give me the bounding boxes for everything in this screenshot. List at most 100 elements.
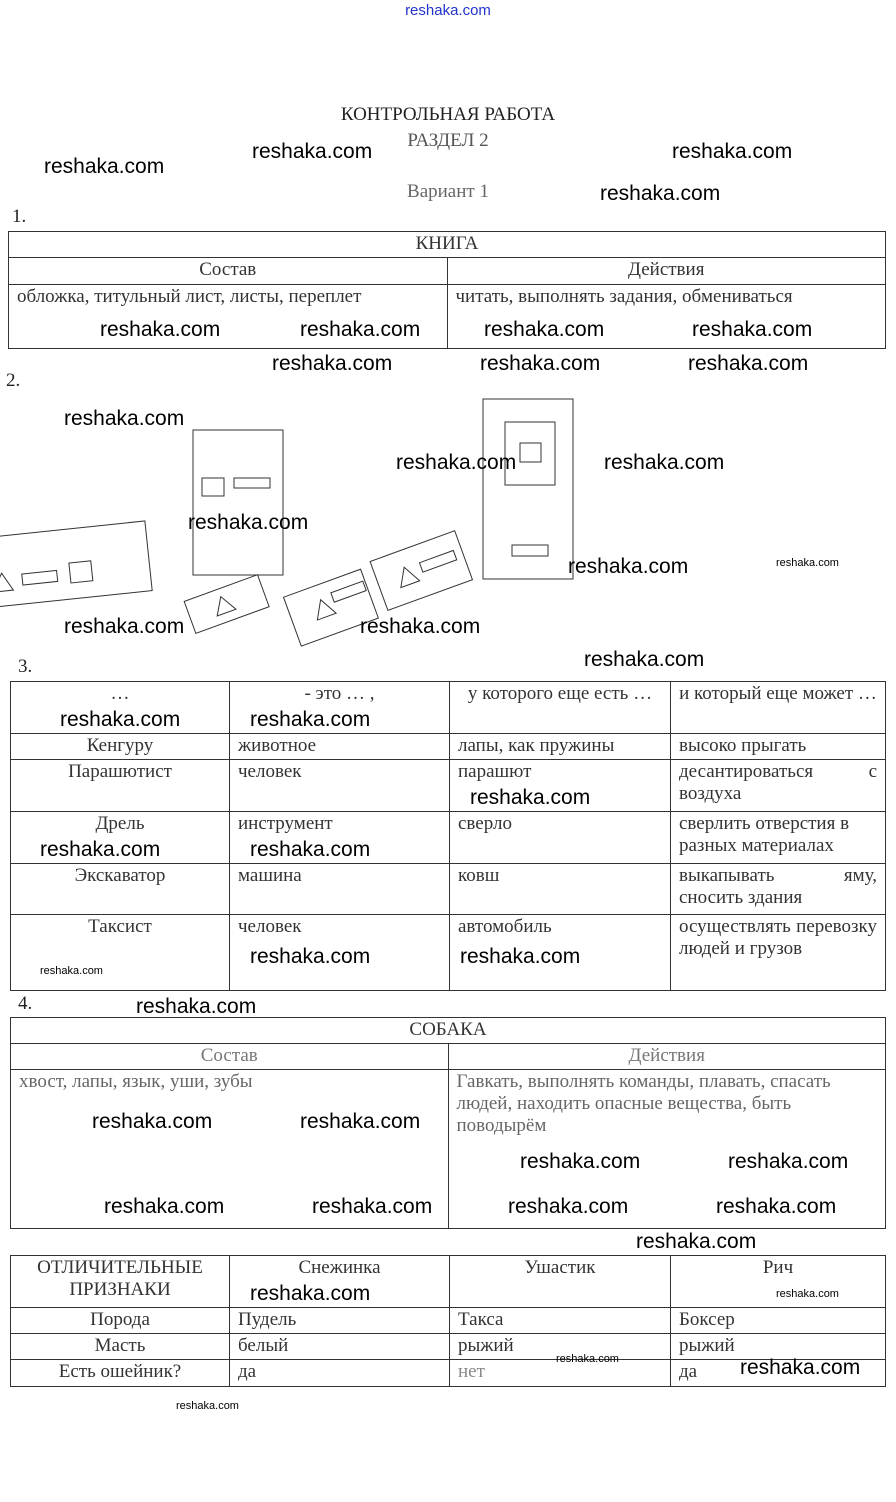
column-header: ОТЛИЧИТЕЛЬНЫЕ ПРИЗНАКИ <box>10 1255 230 1308</box>
watermark-text: reshaka.com <box>584 648 705 671</box>
table-cell: человек <box>229 759 450 812</box>
table-cell: Порода <box>10 1307 230 1334</box>
table-cell: Гавкать, выполнять команды, плавать, спа… <box>447 1069 886 1229</box>
watermark-text: reshaka.com <box>460 945 581 968</box>
section-title: РАЗДЕЛ 2 <box>407 130 489 151</box>
table-cell: белый <box>229 1333 450 1360</box>
watermark-text: reshaka.com <box>484 318 605 341</box>
watermark-text: reshaka.com <box>300 318 421 341</box>
analogy-table: … - это … , у которого еще есть … и кото… <box>10 681 886 991</box>
watermark-text: reshaka.com <box>480 352 601 375</box>
task-number: 1. <box>12 206 27 227</box>
tilted-rectangle-mid <box>282 568 380 647</box>
watermark-text: reshaka.com <box>688 352 809 375</box>
tall-rectangle-right <box>482 398 574 580</box>
watermark-text: reshaka.com <box>136 995 257 1018</box>
watermark-text: reshaka.com <box>60 708 181 731</box>
table-cell: Пудель <box>229 1307 450 1334</box>
dogs-comparison-table: ОТЛИЧИТЕЛЬНЫЕ ПРИЗНАКИ Снежинка Ушастик … <box>10 1255 886 1387</box>
column-header: Снежинка <box>229 1255 450 1308</box>
table-title: КНИГА <box>8 231 886 258</box>
watermark-text: reshaka.com <box>508 1195 629 1218</box>
tilted-rectangle-small <box>183 574 270 635</box>
table-cell: автомобиль <box>449 914 671 991</box>
watermark-text: reshaka.com <box>776 1288 839 1300</box>
watermark-text: reshaka.com <box>568 555 689 578</box>
column-header: и который еще может … <box>670 681 886 734</box>
watermark-text: reshaka.com <box>272 352 393 375</box>
column-header: Состав <box>10 1043 449 1070</box>
table-cell: читать, выполнять задания, обмениваться <box>446 284 886 349</box>
table-cell: Дрель <box>10 811 230 864</box>
watermark-text: reshaka.com <box>692 318 813 341</box>
shapes-diagram <box>0 398 574 647</box>
watermark-text: reshaka.com <box>40 838 161 861</box>
watermark-text: reshaka.com <box>520 1150 641 1173</box>
watermark-text: reshaka.com <box>104 1195 225 1218</box>
watermark-text: reshaka.com <box>728 1150 849 1173</box>
table-cell: машина <box>229 863 450 915</box>
site-link[interactable]: reshaka.com <box>405 2 491 19</box>
column-header: Рич <box>670 1255 886 1308</box>
watermark-text: reshaka.com <box>44 155 165 178</box>
table-cell: да <box>670 1359 886 1387</box>
table-cell: Парашютист <box>10 759 230 812</box>
table-cell: рыжий <box>449 1333 671 1360</box>
page-title: КОНТРОЛЬНАЯ РАБОТА <box>340 104 556 125</box>
watermark-text: reshaka.com <box>40 965 103 977</box>
watermark-text: reshaka.com <box>250 945 371 968</box>
table-cell: Кенгуру <box>10 733 230 760</box>
table-cell: животное <box>229 733 450 760</box>
watermark-text: reshaka.com <box>600 182 721 205</box>
table-cell: высоко прыгать <box>670 733 886 760</box>
column-header: … <box>10 681 230 734</box>
table-cell: выкапывать яму, сносить здания <box>670 863 886 915</box>
tilted-rectangle-right <box>369 530 474 612</box>
column-header: Ушастик <box>449 1255 671 1308</box>
watermark-text: reshaka.com <box>300 1110 421 1133</box>
task-number: 4. <box>18 993 33 1014</box>
table-cell: инструмент <box>229 811 450 864</box>
watermark-text: reshaka.com <box>740 1356 861 1379</box>
task-number: 3. <box>18 656 33 677</box>
watermark-text: reshaka.com <box>672 140 793 163</box>
variant-title: Вариант 1 <box>407 181 489 202</box>
watermark-text: reshaka.com <box>396 451 517 474</box>
watermark-text: reshaka.com <box>636 1230 757 1253</box>
table-cell: человек <box>229 914 450 991</box>
watermark-text: reshaka.com <box>250 838 371 861</box>
watermark-text: reshaka.com <box>100 318 221 341</box>
table-cell: Боксер <box>670 1307 886 1334</box>
watermark-text: reshaka.com <box>312 1195 433 1218</box>
table-cell: Такса <box>449 1307 671 1334</box>
tilted-rectangle-wide <box>0 520 153 610</box>
watermark-text: reshaka.com <box>250 1282 371 1305</box>
table-cell: десантироваться с воздуха <box>670 759 886 812</box>
watermark-text: reshaka.com <box>360 615 481 638</box>
watermark-text: reshaka.com <box>252 140 373 163</box>
watermark-text: reshaka.com <box>604 451 725 474</box>
watermark-text: reshaka.com <box>776 557 839 569</box>
table-cell: Экскаватор <box>10 863 230 915</box>
table-cell: сверлить отверстия в разных материалах <box>670 811 886 864</box>
table-cell: осуществлять перевозку людей и грузов <box>670 914 886 991</box>
watermark-text: reshaka.com <box>556 1353 619 1365</box>
table-cell: сверло <box>449 811 671 864</box>
column-header: - это … , <box>229 681 450 734</box>
column-header: Действия <box>446 257 886 285</box>
table-title: СОБАКА <box>10 1017 886 1044</box>
watermark-text: reshaka.com <box>188 511 309 534</box>
watermark-text: reshaka.com <box>64 615 185 638</box>
table-cell: Масть <box>10 1333 230 1360</box>
watermark-text: reshaka.com <box>176 1400 239 1412</box>
